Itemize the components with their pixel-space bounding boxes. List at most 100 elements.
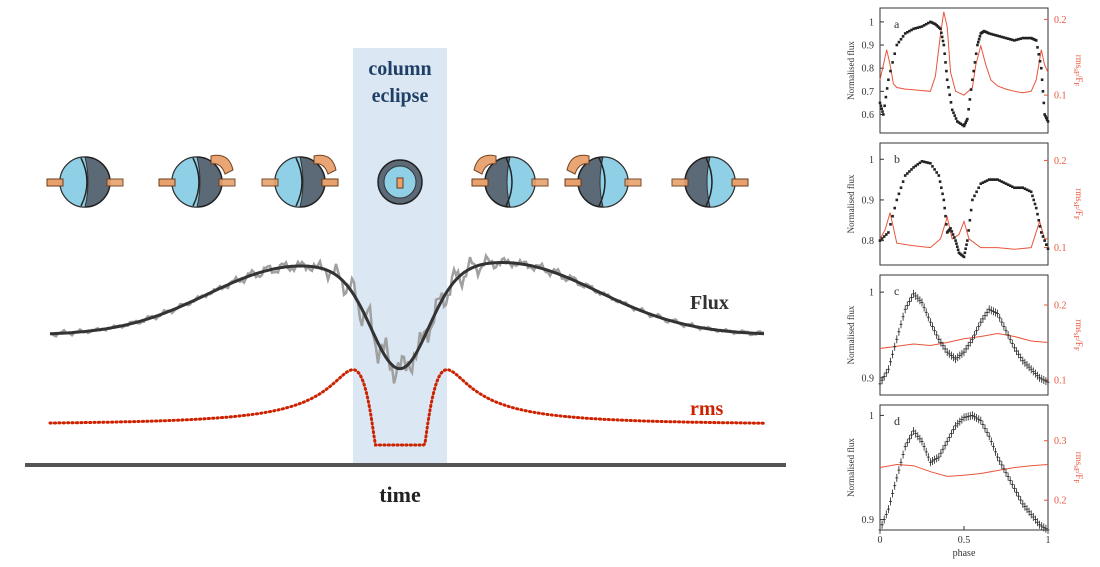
flux-point — [916, 163, 920, 166]
x-tick-label: 1 — [1046, 535, 1051, 546]
flux-point — [966, 117, 969, 121]
flux-point — [976, 40, 980, 44]
flux-point — [918, 25, 922, 29]
flux-point — [954, 239, 957, 242]
flux-point — [998, 35, 1001, 38]
flux-point — [953, 236, 956, 239]
y-tick-label: 1 — [869, 288, 874, 299]
flux-point — [963, 123, 967, 126]
flux-point — [931, 165, 934, 168]
flux-point — [1034, 39, 1038, 42]
y2-tick-label: 0.2 — [1054, 496, 1067, 507]
band-label-line2: eclipse — [372, 85, 429, 107]
flux-point — [884, 95, 888, 99]
flux-point — [987, 32, 991, 35]
flux-point — [949, 227, 952, 230]
flux-point — [1031, 194, 1034, 198]
flux-point — [893, 52, 896, 56]
panel-letter: c — [894, 284, 899, 298]
flux-point — [957, 121, 961, 124]
flux-point — [940, 35, 944, 39]
y2-tick-label: 0.2 — [1054, 301, 1067, 312]
flux-point — [910, 168, 913, 171]
flux-point — [878, 239, 882, 242]
flux-point — [956, 248, 960, 252]
flux-point — [985, 179, 989, 182]
flux-point — [964, 247, 967, 251]
flux-point — [1019, 37, 1022, 40]
flux-point — [941, 192, 944, 196]
flux-point — [1004, 182, 1008, 185]
flux-point — [973, 194, 976, 198]
flux-point — [996, 34, 999, 38]
flux-point — [1013, 186, 1016, 190]
y2-tick-label: 0.2 — [1054, 156, 1067, 167]
flux-point — [903, 174, 907, 177]
flux-point — [940, 31, 943, 35]
flux-point — [880, 107, 883, 110]
y2-axis-label: rmssF/FF — [1072, 452, 1084, 484]
flux-point — [948, 93, 952, 97]
star-icon — [158, 154, 236, 208]
flux-point — [968, 98, 972, 101]
flux-point — [937, 174, 941, 177]
flux-point — [1045, 116, 1048, 120]
y-axis-label: Normalised flux — [846, 174, 856, 233]
flux-point — [976, 43, 979, 47]
flux-point — [969, 88, 973, 91]
flux-point — [882, 113, 885, 116]
y-tick-label: 0.9 — [862, 41, 875, 52]
flux-point — [1006, 37, 1010, 40]
flux-point — [897, 192, 901, 196]
flux-point — [1043, 113, 1046, 116]
band-label-line1: column — [368, 58, 431, 80]
flux-point — [878, 101, 882, 105]
flux-point — [996, 178, 999, 181]
flux-point — [1041, 235, 1045, 238]
flux-point — [1033, 202, 1037, 206]
light-curves — [48, 252, 766, 447]
flux-point — [1002, 181, 1006, 184]
y-tick-label: 0.7 — [862, 87, 875, 98]
flux-point — [1043, 239, 1046, 242]
flux-point — [967, 229, 970, 232]
flux-point — [944, 61, 947, 64]
flux-point — [887, 78, 890, 82]
flux-point — [908, 170, 911, 173]
flux-point — [944, 214, 947, 218]
flux-point — [1023, 36, 1027, 40]
y2-axis-label: rmssF/FF — [1072, 319, 1084, 351]
y-tick-label: 0.9 — [862, 515, 875, 526]
flux-point — [954, 117, 958, 120]
y-tick-label: 0.8 — [862, 64, 875, 75]
flux-point — [929, 162, 932, 165]
flux-point — [983, 180, 987, 183]
star-icon — [471, 154, 549, 208]
flux-point — [1032, 198, 1036, 202]
flux-point — [963, 251, 967, 255]
flux-point — [972, 69, 975, 73]
flux-point — [1040, 78, 1044, 82]
flux-point — [998, 179, 1001, 182]
flux-point — [1037, 218, 1041, 222]
flux-point — [1021, 36, 1025, 40]
flux-point — [916, 26, 920, 29]
flux-point — [891, 214, 894, 218]
star-icon — [671, 156, 749, 208]
rms-label: rms — [690, 398, 724, 420]
flux-point — [978, 35, 982, 38]
flux-point — [1045, 243, 1048, 246]
flux-point — [945, 78, 949, 82]
y2-tick-label: 0.1 — [1054, 376, 1067, 387]
y-tick-label: 0.9 — [862, 195, 875, 206]
flux-point — [1036, 46, 1039, 49]
flux-point — [994, 178, 997, 181]
y-tick-label: 1 — [869, 155, 874, 166]
flux-point — [971, 78, 974, 82]
flux-point — [889, 69, 892, 73]
flux-label: Flux — [690, 292, 729, 314]
rms-series-line — [879, 212, 1048, 250]
